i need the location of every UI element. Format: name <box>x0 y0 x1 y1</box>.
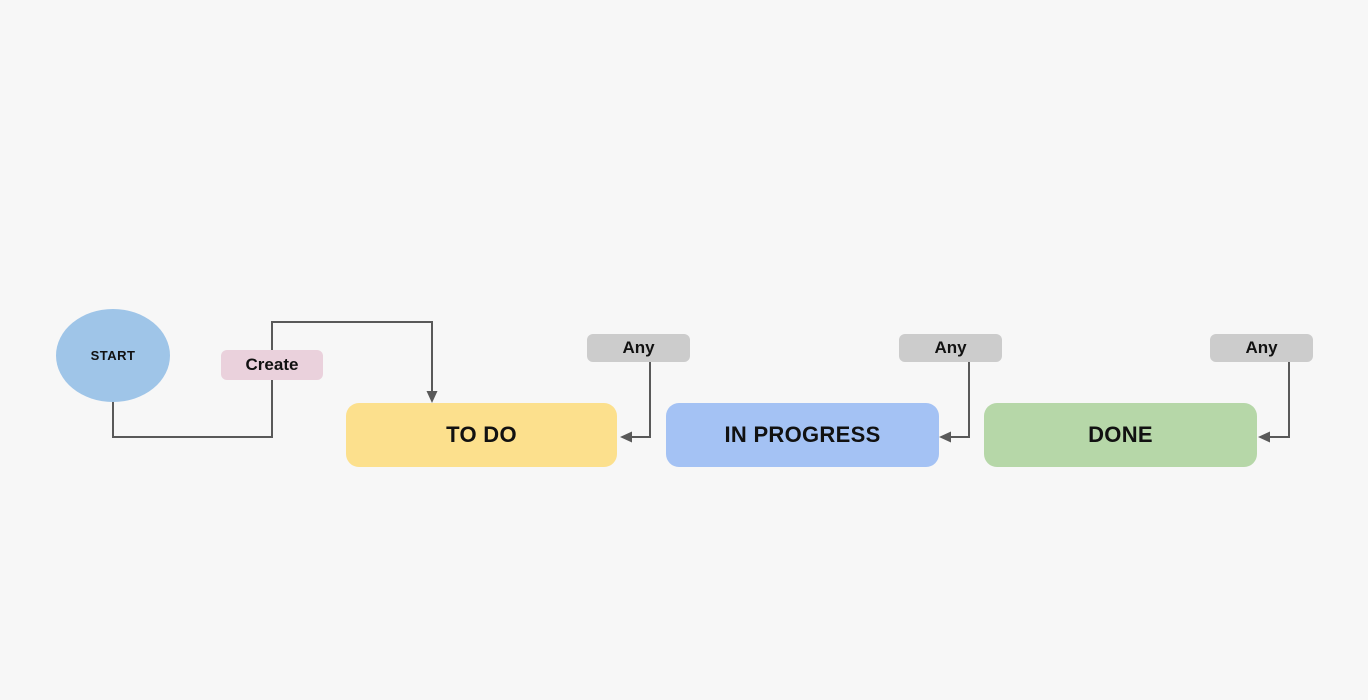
arrowhead-todo-right-icon <box>620 431 632 443</box>
status-node-inprogress[interactable]: IN PROGRESS <box>666 403 939 467</box>
arrowhead-inprogress-right-icon <box>939 431 951 443</box>
transition-any-inprogress-text: Any <box>934 338 967 357</box>
transition-label-create[interactable]: Create <box>221 350 323 380</box>
arrowhead-done-right-icon <box>1258 431 1270 443</box>
transition-any-todo-text: Any <box>622 338 655 357</box>
status-node-done[interactable]: DONE <box>984 403 1257 467</box>
status-inprogress-label: IN PROGRESS <box>724 422 881 447</box>
status-node-todo[interactable]: TO DO <box>346 403 617 467</box>
status-todo-label: TO DO <box>446 422 517 447</box>
transition-create-text: Create <box>245 355 299 374</box>
transition-label-any-inprogress[interactable]: Any <box>899 334 1002 362</box>
transition-label-any-done[interactable]: Any <box>1210 334 1313 362</box>
arrowhead-todo-top-icon <box>426 391 438 403</box>
start-node[interactable]: START <box>56 309 170 402</box>
edge-any-done <box>1270 362 1290 438</box>
start-node-label: START <box>90 348 136 363</box>
transition-any-done-text: Any <box>1245 338 1278 357</box>
edge-any-todo <box>631 362 651 438</box>
transition-label-any-todo[interactable]: Any <box>587 334 690 362</box>
edge-any-inprogress <box>950 362 970 438</box>
status-done-label: DONE <box>1088 422 1153 447</box>
